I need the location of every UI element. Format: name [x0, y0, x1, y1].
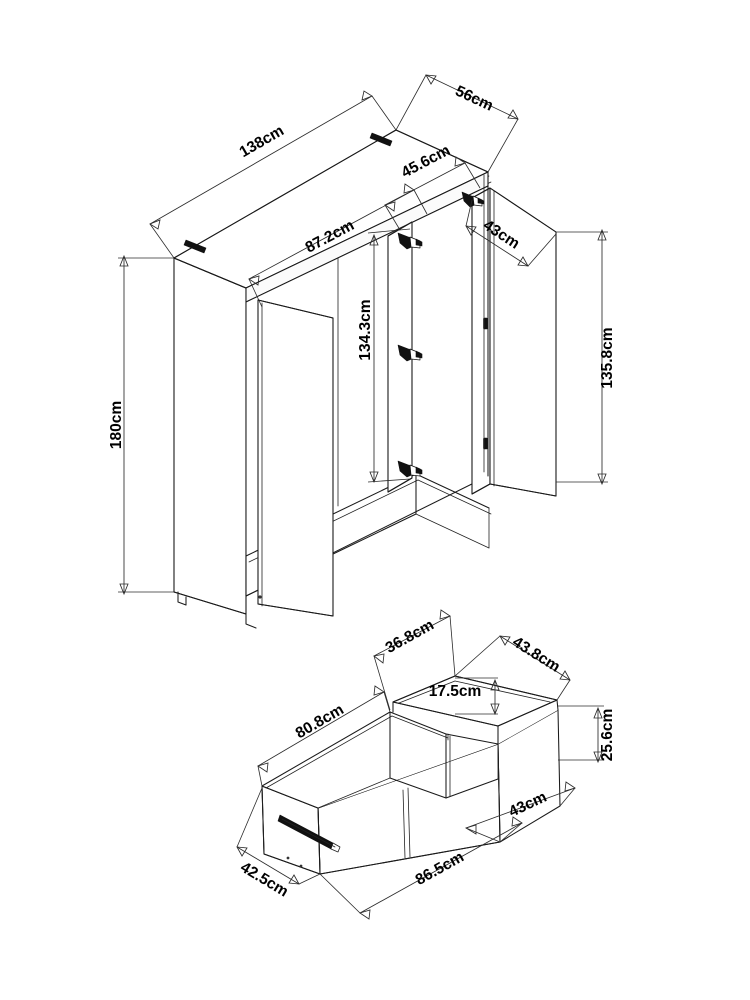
concealed-hinge-icon — [397, 232, 423, 250]
dimension-label-25.6cm: 25.6cm — [599, 709, 616, 762]
dimension-door-height-inner: 134.3cm — [357, 228, 411, 484]
dowel-hole-marker — [286, 856, 290, 860]
dimension-label-135.8cm: 135.8cm — [599, 327, 616, 388]
top-clip-marks — [183, 132, 393, 254]
dimension-label-36.8cm: 36.8cm — [383, 616, 437, 656]
drawer-divider-panel — [445, 733, 451, 799]
dimension-label-17.5cm: 17.5cm — [429, 683, 482, 700]
drawer-unit-view: 80.8cm 36.8cm 17.5cm — [236, 609, 616, 920]
drawer-right-compartment — [392, 675, 559, 745]
cabinet-door-left[interactable] — [257, 299, 334, 617]
dimension-label-43.8cm: 43.8cm — [509, 634, 563, 676]
hinge-group — [397, 191, 485, 478]
dimension-compartment-gap: 17.5cm — [429, 677, 500, 716]
dowel-hole-marker — [299, 864, 303, 868]
cabinet-right-interior-wall — [483, 171, 489, 477]
concealed-hinge-icon — [397, 460, 423, 478]
dimension-height-overall: 180cm — [108, 254, 174, 596]
dowel-hole-marker — [258, 595, 262, 599]
cabinet-left-side-panel — [173, 257, 257, 629]
dimension-door-height-right: 135.8cm — [556, 228, 616, 486]
dimension-label-80.8cm: 80.8cm — [293, 701, 347, 742]
dimension-side-height: 25.6cm — [557, 705, 616, 764]
drawer-runner-slide — [277, 814, 341, 853]
concealed-hinge-icon — [397, 344, 423, 362]
cabinet-door-right-outer[interactable] — [489, 187, 557, 497]
cabinet-door-middle[interactable] — [387, 221, 413, 493]
wardrobe-cabinet-view: 138cm 56cm 87.2cm — [108, 74, 616, 629]
drawer-back-wall-top — [261, 700, 558, 808]
dimension-label-180cm: 180cm — [108, 401, 125, 449]
dimension-label-134.3cm: 134.3cm — [357, 299, 374, 360]
dimension-label-138cm: 138cm — [237, 122, 287, 161]
dimension-label-56cm: 56cm — [453, 83, 496, 115]
dimension-label-42.5cm: 42.5cm — [237, 859, 291, 901]
concealed-hinge-icon — [461, 191, 485, 208]
